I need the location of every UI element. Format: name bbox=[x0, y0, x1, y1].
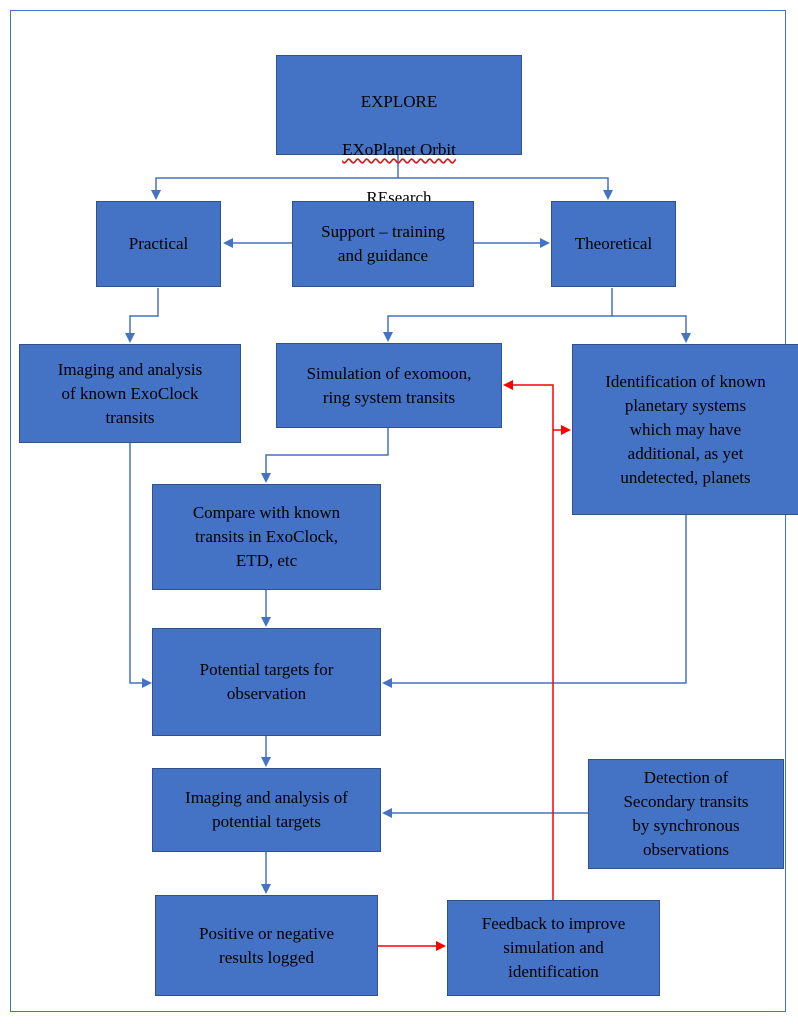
imaging-potential-box: Imaging and analysis of potential target… bbox=[152, 768, 381, 852]
feedback-label: Feedback to improve simulation and ident… bbox=[481, 914, 626, 981]
connector-practical-imaging bbox=[125, 288, 159, 343]
identification-box: Identification of known planetary system… bbox=[572, 344, 798, 515]
explore-title-box: EXPLORE EXoPlanet Orbit REsearch bbox=[276, 55, 522, 207]
results-label: Positive or negative results logged bbox=[198, 923, 335, 967]
simulation-box: Simulation of exomoon, ring system trans… bbox=[276, 343, 502, 428]
connector-title-theoretical bbox=[398, 177, 613, 200]
title-line-1: EXPLORE bbox=[360, 92, 438, 111]
connector-title-practical bbox=[151, 155, 399, 200]
connector-theoretical-identification bbox=[612, 315, 691, 343]
title-line-2: EXoPlanet Orbit bbox=[342, 140, 456, 159]
potential-targets-label: Potential targets for observation bbox=[199, 660, 334, 703]
results-box: Positive or negative results logged bbox=[155, 895, 378, 996]
connector-imaging-potential bbox=[129, 443, 152, 688]
potential-targets-box: Potential targets for observation bbox=[152, 628, 381, 736]
identification-label: Identification of known planetary system… bbox=[605, 371, 766, 487]
theoretical-label: Theoretical bbox=[574, 234, 653, 253]
imaging-known-box: Imaging and analysis of known ExoClock t… bbox=[19, 344, 241, 443]
compare-box: Compare with known transits in ExoClock,… bbox=[152, 484, 381, 590]
feedback-box: Feedback to improve simulation and ident… bbox=[447, 900, 660, 996]
support-box: Support – training and guidance bbox=[292, 201, 474, 287]
theoretical-box: Theoretical bbox=[551, 201, 676, 287]
connector-theoretical-simulation bbox=[383, 288, 613, 342]
practical-box: Practical bbox=[96, 201, 221, 287]
connector-simulation-compare bbox=[261, 428, 389, 483]
support-label: Support – training and guidance bbox=[321, 222, 445, 265]
imaging-potential-label: Imaging and analysis of potential target… bbox=[185, 788, 348, 831]
compare-label: Compare with known transits in ExoClock,… bbox=[192, 503, 341, 570]
connector-identification-potential bbox=[382, 515, 687, 688]
feedback-connector-up bbox=[503, 380, 554, 900]
practical-label: Practical bbox=[128, 234, 189, 253]
detection-box: Detection of Secondary transits by synch… bbox=[588, 759, 784, 869]
simulation-label: Simulation of exomoon, ring system trans… bbox=[306, 363, 472, 407]
detection-label: Detection of Secondary transits by synch… bbox=[623, 768, 749, 859]
imaging-known-label: Imaging and analysis of known ExoClock t… bbox=[57, 359, 203, 427]
